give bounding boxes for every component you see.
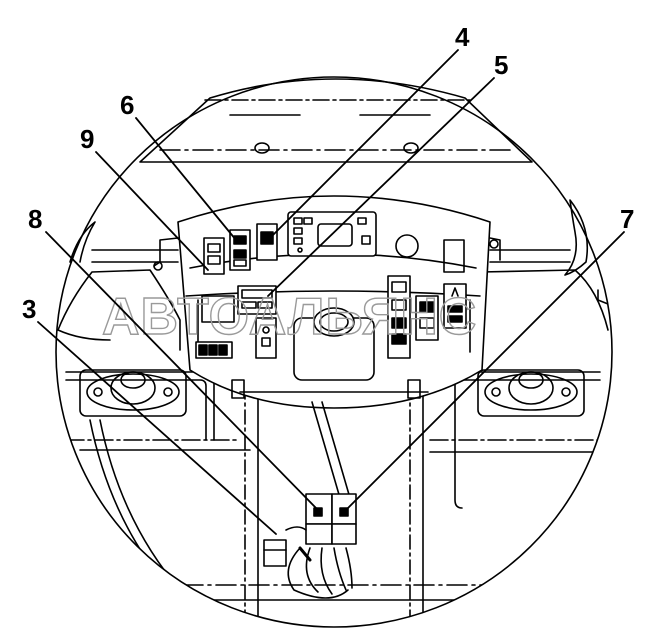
right-knob — [489, 237, 501, 261]
watermark: АВТОАЛЬЯНС — [102, 288, 477, 346]
switch-block-9 — [203, 237, 225, 275]
mount-pad-right — [477, 369, 585, 417]
switch-block-4 — [256, 223, 278, 261]
callout-3: 3 — [22, 294, 36, 324]
right-side-panel — [429, 269, 609, 509]
relay-block — [305, 493, 357, 545]
switch-block-8 — [195, 295, 235, 359]
left-hook — [69, 221, 96, 263]
top-cover-plate — [139, 78, 533, 163]
leader-line-6 — [135, 117, 237, 241]
leader-line-5 — [267, 77, 495, 297]
leader-line-7 — [345, 231, 625, 511]
leader-line-4 — [271, 49, 459, 237]
switch-column-right — [387, 275, 467, 359]
connector-3 — [263, 526, 307, 567]
callout-9: 9 — [80, 124, 94, 154]
callout-6: 6 — [120, 90, 134, 120]
steering-column — [293, 307, 375, 499]
callout-8: 8 — [28, 204, 42, 234]
round-indicator — [395, 234, 419, 258]
leader-line-3 — [37, 321, 277, 535]
switch-block-5 — [237, 285, 277, 359]
callout-7: 7 — [620, 204, 634, 234]
left-knob — [153, 237, 179, 267]
leader-line-8 — [45, 231, 317, 509]
mount-pad-left — [79, 369, 187, 417]
callout-4: 4 — [455, 22, 470, 52]
callout-5: 5 — [494, 50, 508, 80]
bolt-right — [403, 142, 419, 154]
view-circle — [55, 76, 613, 628]
side-box — [443, 239, 465, 273]
right-hook — [564, 199, 589, 276]
wire-harness — [287, 546, 353, 599]
leader-line-9 — [95, 151, 209, 271]
bolt-left — [254, 142, 270, 154]
